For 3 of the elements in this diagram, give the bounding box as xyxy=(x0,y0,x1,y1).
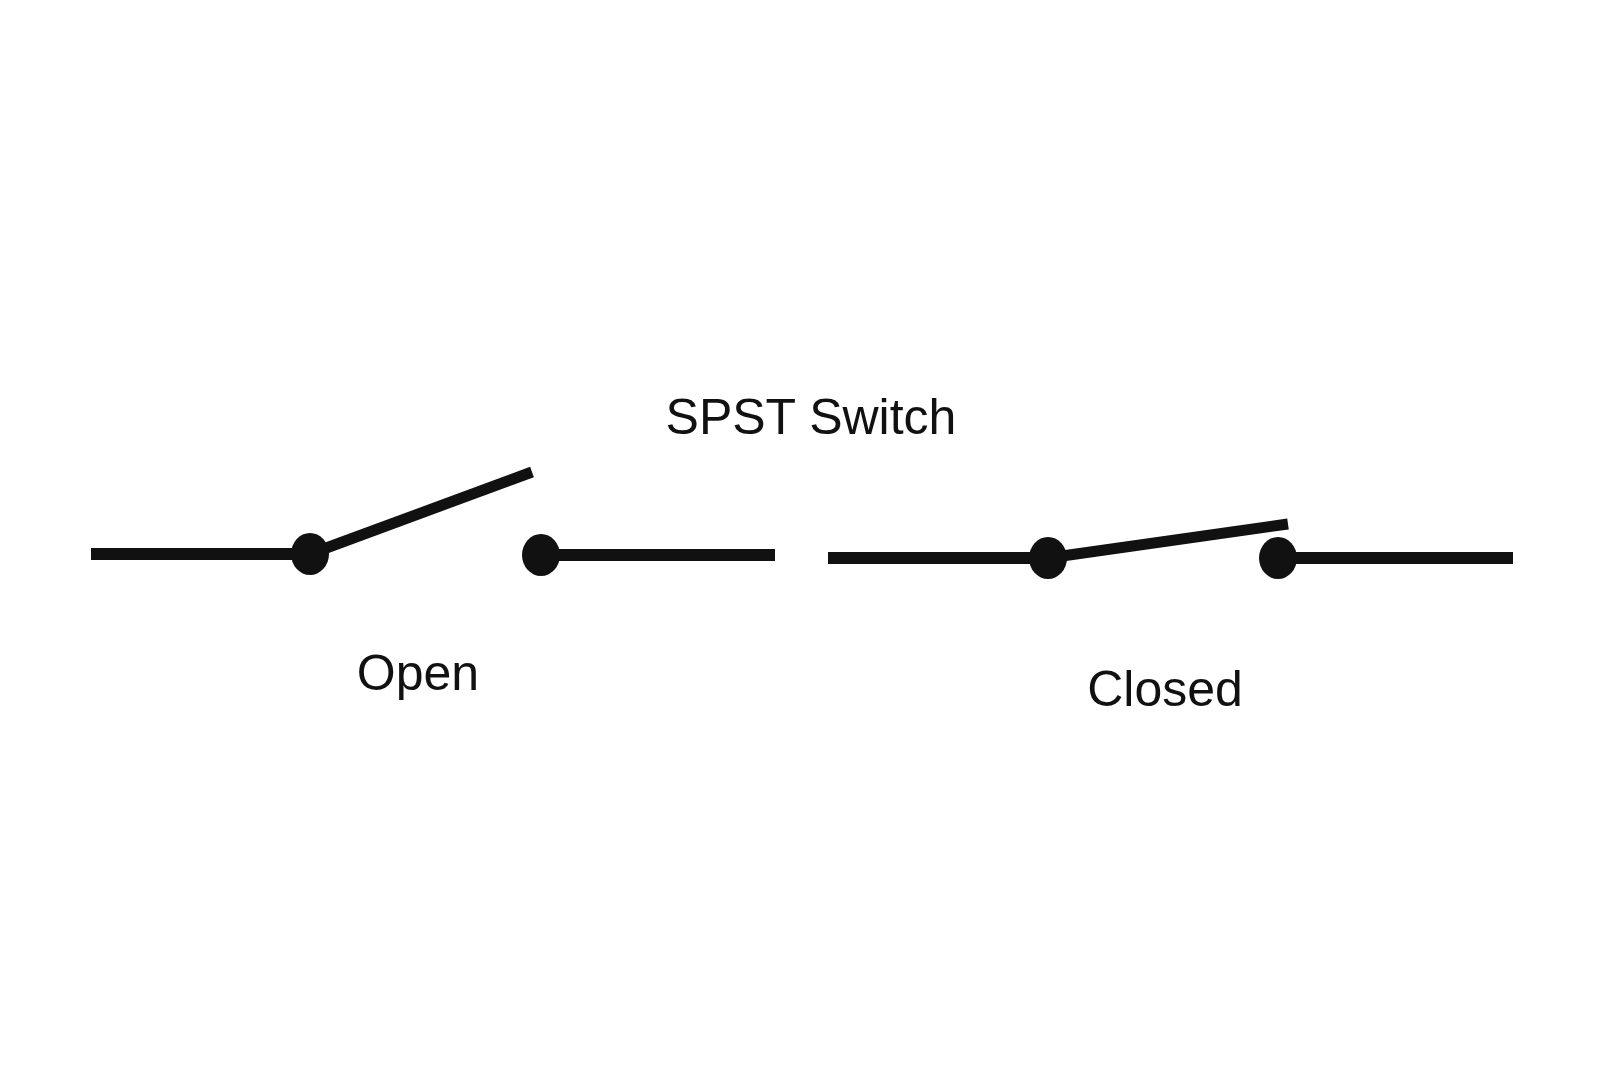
state-label: Closed xyxy=(1087,664,1243,714)
diagram-title: SPST Switch xyxy=(665,392,957,442)
state-label: Open xyxy=(356,648,480,698)
